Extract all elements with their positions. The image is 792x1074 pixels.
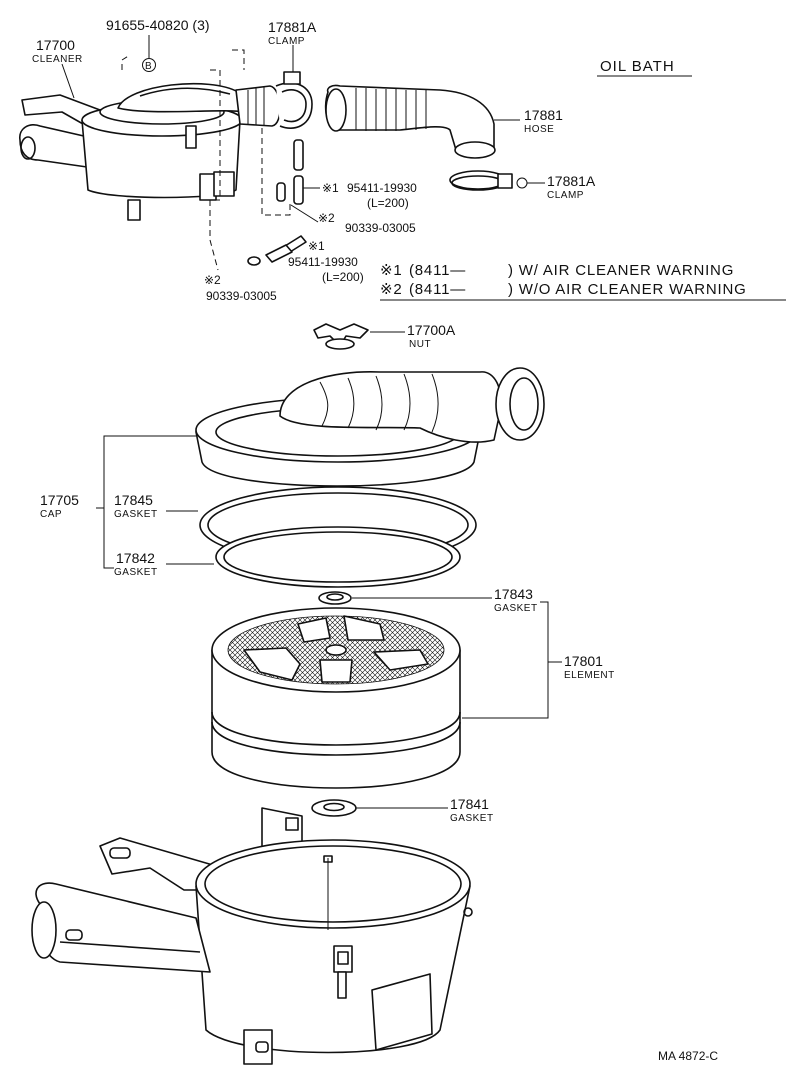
part-number-90339-b: 90339-03005 (206, 289, 277, 303)
part-name-gasket-17842: GASKET (114, 567, 158, 578)
nut-17700a-drawing (313, 323, 405, 350)
cleaner-assembly-drawing (19, 82, 281, 221)
part-name-clamp-right: CLAMP (547, 190, 584, 201)
gasket-17842-drawing (215, 526, 461, 588)
part-name-nut: NUT (409, 339, 431, 350)
part-number-17881: 17881 (524, 107, 563, 123)
reference-dashed-lines (121, 49, 291, 271)
label-17842: 17842 GASKET (114, 550, 158, 578)
part-name-hose: HOSE (524, 124, 554, 135)
label-17843: 17843 GASKET (494, 586, 538, 614)
drawing-code: MA 4872-C (658, 1049, 718, 1063)
label-17881a-top: 17881A CLAMP (268, 19, 317, 47)
element-17801-drawing (211, 601, 549, 789)
part-name-gasket-17843: GASKET (494, 603, 538, 614)
label-17801: 17801 ELEMENT (548, 653, 615, 681)
bolt-callout-symbol: B (142, 35, 156, 72)
part-number-17841: 17841 (450, 796, 489, 812)
clamp-17881a-right-drawing (449, 170, 545, 191)
part-number-95411-a: 95411-19930 (347, 181, 417, 195)
part-name-cleaner: CLEANER (32, 54, 83, 65)
part-number-91655: 91655-40820 (3) (106, 17, 210, 33)
label-95411-a: ※1 95411-19930 (L=200) (322, 181, 417, 210)
mark-90339-b: ※2 (204, 273, 221, 287)
note-2-text: ) W/O AIR CLEANER WARNING (508, 281, 747, 298)
length-note-95411-b: (L=200) (322, 270, 364, 284)
note-row-1: ※1 (8411— ) W/ AIR CLEANER WARNING (380, 262, 734, 279)
gasket-17843-drawing (318, 591, 492, 605)
part-name-cap: CAP (40, 509, 62, 520)
part-number-17842: 17842 (116, 550, 155, 566)
part-name-element: ELEMENT (564, 670, 615, 681)
part-name-clamp-top: CLAMP (268, 36, 305, 47)
gasket-17841-drawing (311, 799, 448, 817)
note-1-mark: ※1 (380, 262, 403, 279)
note-2-mark: ※2 (380, 281, 403, 298)
label-91655: 91655-40820 (3) (106, 17, 210, 33)
hose-17881-drawing (324, 84, 520, 159)
part-number-90339-a: 90339-03005 (345, 221, 416, 235)
note-2-code: (8411— (409, 281, 466, 298)
part-number-17843: 17843 (494, 586, 533, 602)
part-number-17700: 17700 (36, 37, 75, 53)
part-number-17801: 17801 (564, 653, 603, 669)
label-17700a: 17700A NUT (407, 322, 456, 350)
part-number-17881a-right: 17881A (547, 173, 596, 189)
note-1-code: (8411— (409, 262, 466, 279)
small-hoses-drawing (247, 139, 320, 266)
label-17705: 17705 CAP (40, 492, 79, 520)
part-number-17881a-top: 17881A (268, 19, 317, 35)
label-17845: 17845 GASKET (114, 492, 158, 520)
mark-95411-a: ※1 (322, 181, 339, 195)
bolt-symbol-letter: B (145, 61, 152, 72)
part-name-gasket-17845: GASKET (114, 509, 158, 520)
label-90339-b: ※2 90339-03005 (204, 273, 277, 303)
note-row-2: ※2 (8411— ) W/O AIR CLEANER WARNING (380, 281, 747, 298)
label-17841: 17841 GASKET (450, 796, 494, 824)
label-95411-b: ※1 95411-19930 (L=200) (288, 239, 364, 284)
part-number-17700a: 17700A (407, 322, 456, 338)
label-90339-a: ※2 90339-03005 (318, 211, 416, 235)
label-17881a-right: 17881A CLAMP (547, 173, 596, 201)
part-name-gasket-17841: GASKET (450, 813, 494, 824)
part-number-95411-b: 95411-19930 (288, 255, 358, 269)
part-number-17705: 17705 (40, 492, 79, 508)
cap-gasket-callout-lines (96, 435, 214, 569)
label-17881: 17881 HOSE (524, 107, 563, 135)
clamp-17881a-top-drawing (275, 45, 313, 129)
mark-95411-b: ※1 (308, 239, 325, 253)
mark-90339-a: ※2 (318, 211, 335, 225)
length-note-95411-a: (L=200) (367, 196, 409, 210)
cleaner-body-drawing (31, 807, 473, 1065)
diagram-heading: OIL BATH (600, 58, 675, 75)
cap-17705-drawing (195, 367, 545, 487)
part-number-17845: 17845 (114, 492, 153, 508)
label-17700: 17700 CLEANER (32, 37, 83, 99)
note-1-text: ) W/ AIR CLEANER WARNING (508, 262, 734, 279)
